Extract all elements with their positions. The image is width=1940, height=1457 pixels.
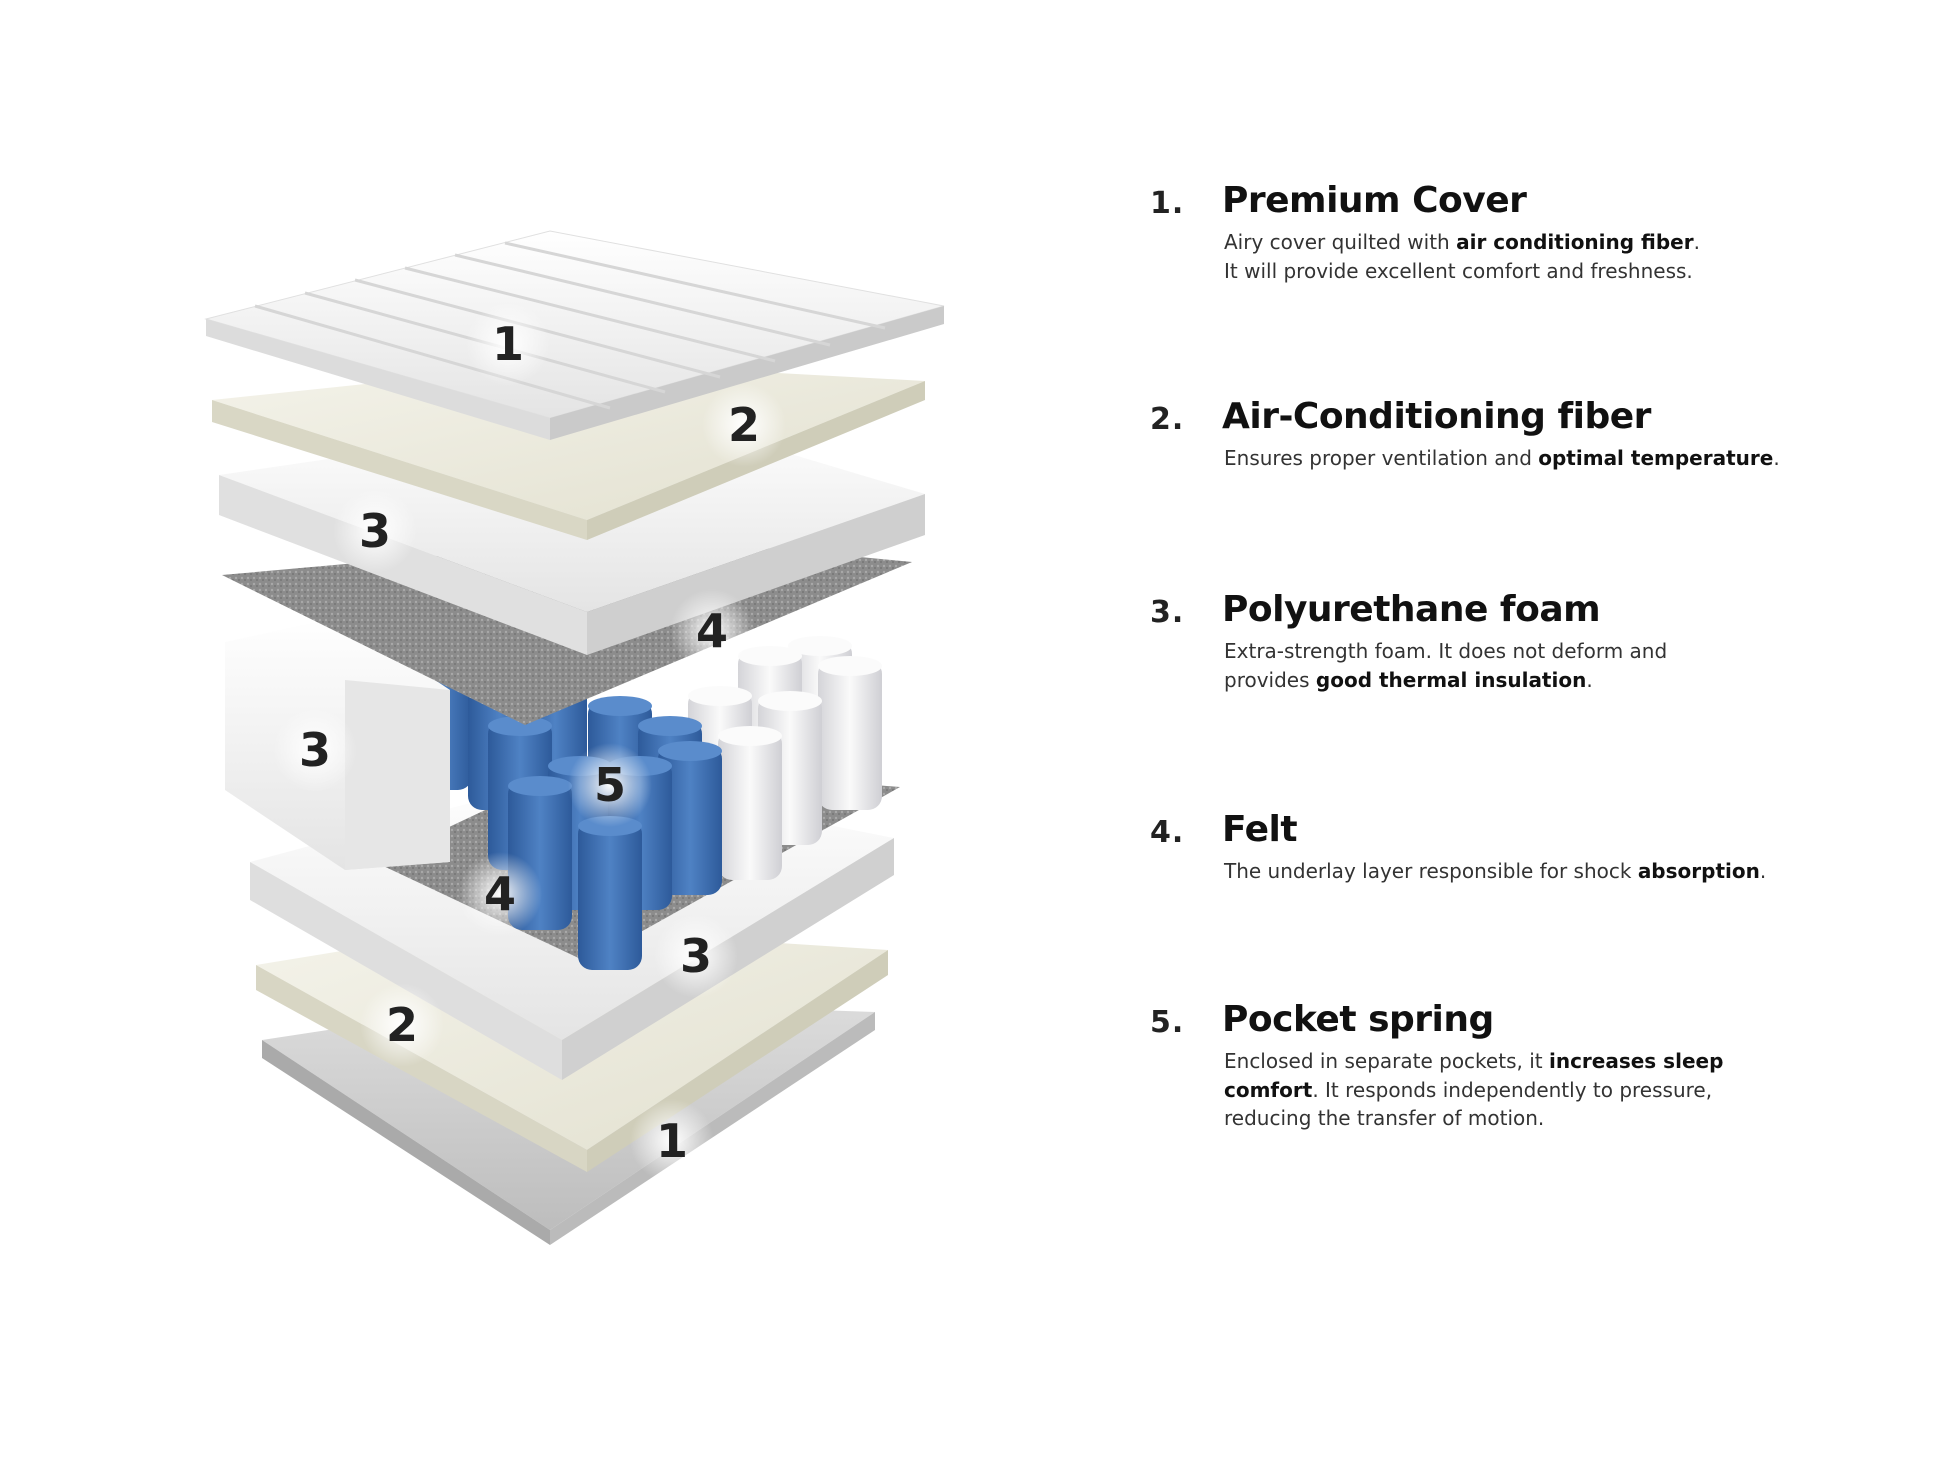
layer-number: 3. xyxy=(1150,595,1185,630)
layer-number: 5. xyxy=(1150,1005,1185,1040)
description-text: Enclosed in separate pockets, it xyxy=(1224,1049,1549,1073)
label-glow xyxy=(273,708,357,792)
description-text: Airy cover quilted with xyxy=(1224,230,1457,254)
layer-number-label: 2 xyxy=(386,998,418,1052)
layer-number-label: 3 xyxy=(299,723,331,777)
description-text: The underlay layer responsible for shock xyxy=(1224,859,1638,883)
label-glow xyxy=(466,302,550,386)
description-text: provides xyxy=(1224,667,1316,692)
spring-pocket xyxy=(658,741,722,895)
description-line: Airy cover quilted with air conditioning… xyxy=(1224,228,1700,257)
label-glow xyxy=(654,914,738,998)
layer-description: Airy cover quilted with air conditioning… xyxy=(1224,228,1700,285)
description-text: reducing the transfer of motion. xyxy=(1224,1106,1545,1130)
description-text: Extra-strength foam. It does not deform … xyxy=(1224,639,1668,663)
layer-title: Felt xyxy=(1222,809,1298,850)
emphasis-text: comfort xyxy=(1224,1077,1313,1102)
layer-description: The underlay layer responsible for shock… xyxy=(1224,857,1766,886)
emphasis-text: air conditioning fiber xyxy=(1456,230,1694,254)
description-line: provides good thermal insulation. xyxy=(1224,666,1667,695)
label-glow xyxy=(630,1099,714,1183)
label-glow xyxy=(568,743,652,827)
layer-description: Extra-strength foam. It does not deform … xyxy=(1224,637,1667,694)
spring-pocket xyxy=(718,726,782,880)
layer-title: Premium Cover xyxy=(1222,180,1527,221)
layer-number-label: 4 xyxy=(484,867,516,921)
emphasis-text: good thermal insulation xyxy=(1315,667,1587,692)
label-glow xyxy=(333,489,417,573)
label-glow xyxy=(458,852,542,936)
description-text: It will provide excellent comfort and fr… xyxy=(1224,258,1693,283)
description-text: . xyxy=(1693,230,1700,254)
description-line: Extra-strength foam. It does not deform … xyxy=(1224,637,1667,666)
layer-number-label: 5 xyxy=(594,758,626,812)
description-text: Ensures proper ventilation and xyxy=(1224,446,1539,470)
description-line: reducing the transfer of motion. xyxy=(1224,1104,1723,1133)
layer-number: 2. xyxy=(1150,402,1185,437)
label-glow xyxy=(702,383,786,467)
description-line: The underlay layer responsible for shock… xyxy=(1224,857,1766,886)
label-glow xyxy=(360,983,444,1067)
layer-description: Enclosed in separate pockets, it increas… xyxy=(1224,1047,1723,1133)
layer-title: Polyurethane foam xyxy=(1222,589,1601,630)
emphasis-text: optimal temperature xyxy=(1538,446,1774,470)
description-line: Enclosed in separate pockets, it increas… xyxy=(1224,1047,1723,1076)
layer-number-label: 1 xyxy=(492,317,524,371)
description-line: It will provide excellent comfort and fr… xyxy=(1224,257,1700,286)
layer-number: 1. xyxy=(1150,186,1185,221)
label-glow xyxy=(670,589,754,673)
top-cover-layer xyxy=(204,230,945,440)
layer-number-label: 3 xyxy=(680,929,712,983)
layer-title: Air-Conditioning fiber xyxy=(1222,396,1651,437)
layer-number-label: 2 xyxy=(728,398,760,452)
description-text: . xyxy=(1773,446,1780,470)
emphasis-text: increases sleep xyxy=(1548,1049,1724,1073)
emphasis-text: absorption xyxy=(1637,859,1760,883)
layer-description: Ensures proper ventilation and optimal t… xyxy=(1224,444,1780,473)
description-text: . xyxy=(1759,859,1767,883)
description-text: . It responds independently to pressure, xyxy=(1312,1077,1713,1102)
spring-pocket xyxy=(818,656,882,810)
layer-title: Pocket spring xyxy=(1222,999,1494,1040)
spring-pocket xyxy=(578,816,642,970)
layer-number-label: 1 xyxy=(656,1114,688,1168)
layer-number: 4. xyxy=(1150,815,1185,850)
layer-number-label: 3 xyxy=(359,504,391,558)
description-line: comfort. It responds independently to pr… xyxy=(1224,1076,1723,1105)
description-text: . xyxy=(1586,667,1593,692)
description-line: Ensures proper ventilation and optimal t… xyxy=(1224,444,1780,473)
layer-number-label: 4 xyxy=(696,604,728,658)
